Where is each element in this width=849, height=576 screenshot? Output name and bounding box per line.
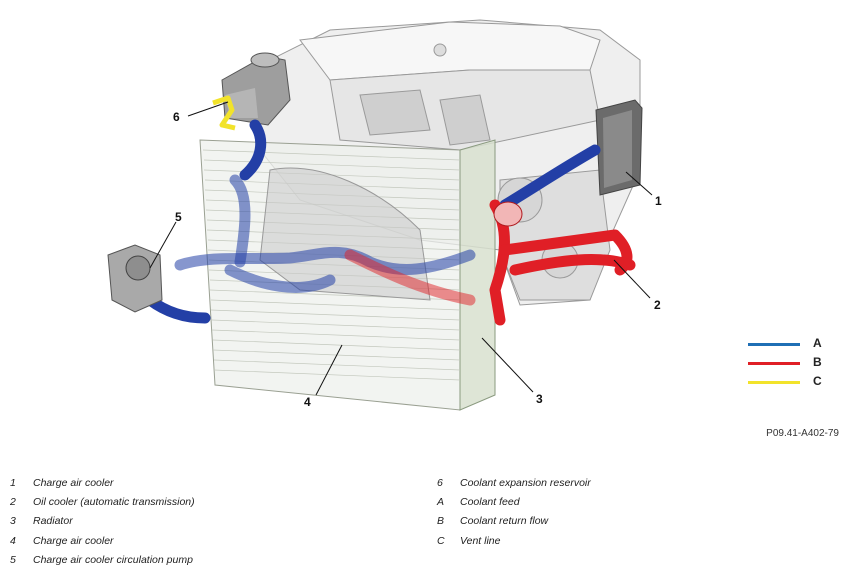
callout-leader-lines xyxy=(149,101,653,396)
key-text: Radiator xyxy=(33,515,73,527)
callout-6: 6 xyxy=(173,110,180,124)
callout-4: 4 xyxy=(304,395,311,409)
legend-swatch-c xyxy=(748,381,800,384)
key-id: 3 xyxy=(10,515,16,527)
key-id: A xyxy=(437,496,445,508)
charge-air-cooler-1 xyxy=(595,99,643,196)
key-text: Coolant expansion reservoir xyxy=(460,477,591,489)
return-line-connector xyxy=(493,201,523,227)
key-text: Coolant return flow xyxy=(460,515,549,527)
key-id: 5 xyxy=(10,554,16,566)
key-text: Charge air cooler xyxy=(33,477,114,489)
key-text: Vent line xyxy=(460,535,501,547)
cooling-system-illustration: 1 2 3 4 5 6 xyxy=(107,19,662,411)
key-text: Oil cooler (automatic transmission) xyxy=(33,496,195,508)
callout-5: 5 xyxy=(175,210,182,224)
key-text: Charge air cooler xyxy=(33,535,114,547)
legend-letter-c: C xyxy=(813,374,822,388)
key-id: 1 xyxy=(10,477,16,489)
key-text: Coolant feed xyxy=(460,496,520,508)
legend-item-a: A xyxy=(748,336,838,355)
charge-air-cooler-circulation-pump xyxy=(107,244,163,313)
callout-2: 2 xyxy=(654,298,661,312)
callout-1: 1 xyxy=(655,194,662,208)
legend-item-c: C xyxy=(748,374,838,393)
key-id: 4 xyxy=(10,535,16,547)
key-id: 6 xyxy=(437,477,443,489)
key-id: C xyxy=(437,535,445,547)
engine-diagram-svg xyxy=(107,19,653,411)
legend-swatch-b xyxy=(748,362,800,365)
line-legend: A B C xyxy=(748,336,838,393)
vent-line xyxy=(212,95,236,131)
key-text: Charge air cooler circulation pump xyxy=(33,554,193,566)
coolant-expansion-reservoir xyxy=(221,52,291,126)
key-id: 2 xyxy=(10,496,16,508)
legend-letter-a: A xyxy=(813,336,822,350)
callout-3: 3 xyxy=(536,392,543,406)
legend-swatch-a xyxy=(748,343,800,346)
key-id: B xyxy=(437,515,445,527)
coolant-feed-lines xyxy=(144,119,601,324)
legend-item-b: B xyxy=(748,355,838,374)
legend-letter-b: B xyxy=(813,355,822,369)
figure-code: P09.41-A402-79 xyxy=(766,428,839,439)
